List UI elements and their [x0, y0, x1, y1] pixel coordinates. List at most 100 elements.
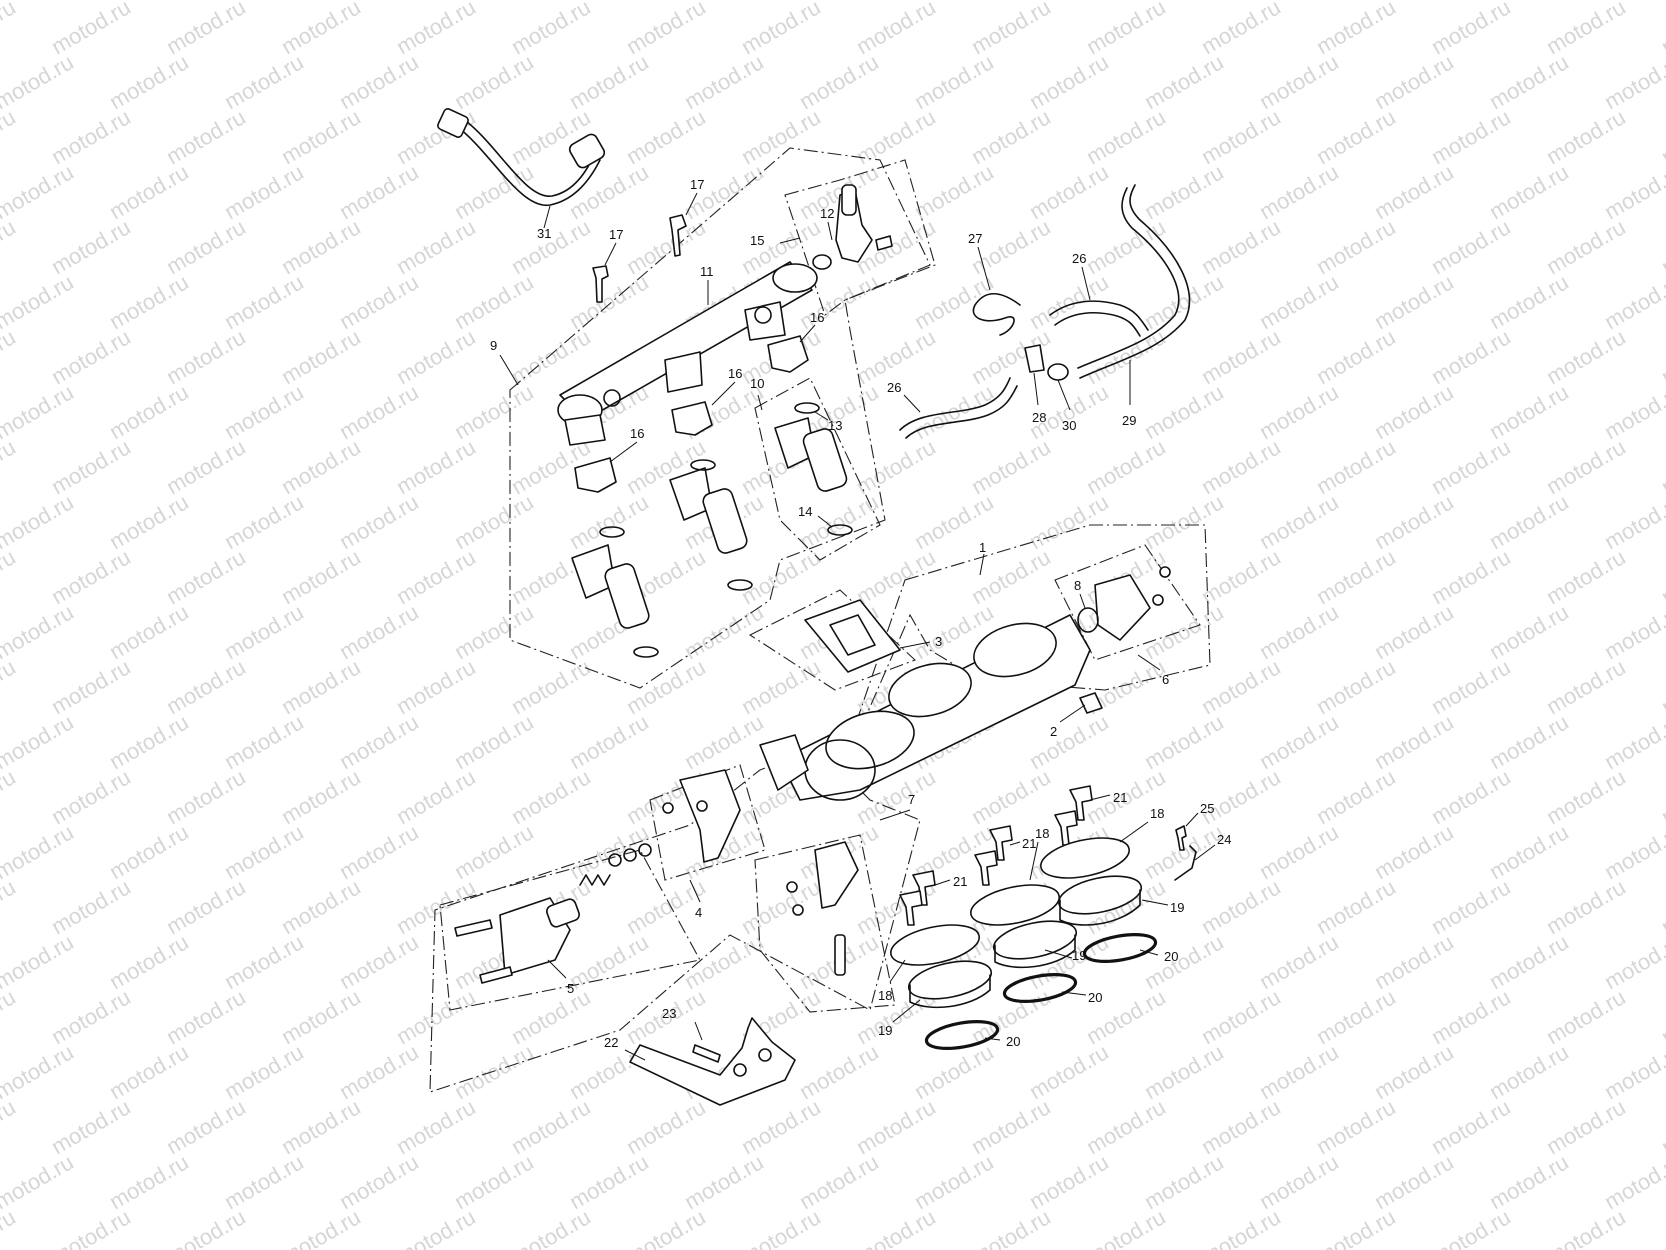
callout-16: 16 [810, 310, 824, 325]
part-vacuum-hose-26-lower [899, 377, 1011, 431]
watermark-text-75: motod.ru [450, 49, 538, 114]
watermark-text-84: motod.ru [1485, 49, 1573, 114]
part-washer-c [638, 843, 652, 857]
watermark-text-425: motod.ru [1600, 1149, 1666, 1214]
callout-22: 22 [604, 1035, 618, 1050]
watermark-text-200: motod.ru [1197, 434, 1285, 499]
part-linkage-screw-b [792, 904, 804, 916]
leader-23 [694, 1021, 703, 1041]
leader-21a [1089, 794, 1111, 801]
watermark-text-97: motod.ru [1082, 104, 1170, 169]
callout-24: 24 [1217, 832, 1231, 847]
watermark-text-176: motod.ru [335, 379, 423, 444]
watermark-text-427: motod.ru [0, 1204, 20, 1250]
watermark-text-89: motod.ru [162, 104, 250, 169]
part-fitting-screw [875, 235, 893, 251]
watermark-text-59: motod.ru [622, 0, 710, 59]
outline-bracket-group [649, 764, 766, 881]
watermark-text-238: motod.ru [1657, 544, 1666, 609]
watermark-text-272: motod.ru [1657, 654, 1666, 719]
watermark-text-259: motod.ru [162, 654, 250, 719]
part-clip-16-middle [671, 401, 713, 436]
watermark-text-254: motod.ru [1485, 599, 1573, 664]
watermark-text-217: motod.ru [1140, 489, 1228, 554]
watermark-text-201: motod.ru [1312, 434, 1400, 499]
part-washer-b [623, 848, 637, 862]
watermark-text-218: motod.ru [1255, 489, 1343, 554]
watermark-text-90: motod.ru [277, 104, 365, 169]
watermark-text-337: motod.ru [1312, 874, 1400, 939]
watermark-text-241: motod.ru [0, 599, 78, 664]
watermark-text-326: motod.ru [47, 874, 135, 939]
watermark-text-360: motod.ru [47, 984, 135, 1049]
watermark-text-251: motod.ru [1140, 599, 1228, 664]
watermark-text-370: motod.ru [1197, 984, 1285, 1049]
watermark-text-66: motod.ru [1427, 0, 1515, 59]
watermark-text-141: motod.ru [220, 269, 308, 334]
watermark-text-82: motod.ru [1255, 49, 1343, 114]
leader-7 [879, 809, 911, 821]
watermark-text-100: motod.ru [1427, 104, 1515, 169]
callout-25: 25 [1200, 801, 1214, 816]
watermark-text-378: motod.ru [105, 1039, 193, 1104]
watermark-text-313: motod.ru [450, 819, 538, 884]
watermark-text-406: motod.ru [1427, 1094, 1515, 1159]
watermark-text-257: motod.ru [0, 654, 20, 719]
watermark-text-234: motod.ru [1197, 544, 1285, 609]
watermark-text-404: motod.ru [1197, 1094, 1285, 1159]
watermark-text-101: motod.ru [1542, 104, 1630, 169]
watermark-text-247: motod.ru [680, 599, 768, 664]
part-clip-16-upper [767, 335, 809, 373]
watermark-text-293: motod.ru [162, 764, 250, 829]
watermark-text-327: motod.ru [162, 874, 250, 939]
outline-tps-group [1054, 544, 1201, 661]
watermark-text-276: motod.ru [105, 709, 193, 774]
watermark-text-63: motod.ru [1082, 0, 1170, 59]
watermark-text-304: motod.ru [1427, 764, 1515, 829]
watermark-text-114: motod.ru [1025, 159, 1113, 224]
watermark-text-106: motod.ru [105, 159, 193, 224]
watermark-text-340: motod.ru [1657, 874, 1666, 939]
watermark-text-286: motod.ru [1255, 709, 1343, 774]
watermark-text-292: motod.ru [47, 764, 135, 829]
callout-28: 28 [1032, 410, 1046, 425]
watermark-text-300: motod.ru [967, 764, 1055, 829]
watermark-text-224: motod.ru [47, 544, 135, 609]
part-gasket-20-middle [1002, 973, 1078, 1003]
callout-labels: 1 2 3 4 5 6 7 8 9 10 11 12 13 14 15 16 1… [490, 177, 1231, 1050]
watermark-text-343: motod.ru [0, 929, 78, 994]
callout-20-c: 20 [1006, 1034, 1020, 1049]
part-bolt-21-f [899, 890, 923, 926]
part-screw-25 [1175, 825, 1187, 851]
watermark-text-74: motod.ru [335, 49, 423, 114]
watermark-text-122: motod.ru [47, 214, 135, 279]
watermark-text-312: motod.ru [335, 819, 423, 884]
watermark-text-77: motod.ru [680, 49, 768, 114]
watermark-text-96: motod.ru [967, 104, 1055, 169]
watermark-text-226: motod.ru [277, 544, 365, 609]
part-tps-sensor-6 [1094, 574, 1151, 641]
part-rail-mount-mid [664, 351, 703, 393]
callout-21-c: 21 [953, 874, 967, 889]
watermark-text-225: motod.ru [162, 544, 250, 609]
watermark-text-102: motod.ru [1657, 104, 1666, 169]
watermark-text-380: motod.ru [335, 1039, 423, 1104]
callout-16-b: 16 [728, 366, 742, 381]
watermark-text-78: motod.ru [795, 49, 883, 114]
watermark-text-119: motod.ru [1600, 159, 1666, 224]
watermark-text-183: motod.ru [1140, 379, 1228, 444]
watermark-text-107: motod.ru [220, 159, 308, 224]
watermark-text-332: motod.ru [737, 874, 825, 939]
watermark-text-379: motod.ru [220, 1039, 308, 1104]
part-vacuum-hose-29 [1079, 184, 1191, 379]
watermark-text-269: motod.ru [1312, 654, 1400, 719]
leader-22 [624, 1049, 646, 1061]
watermark-text-388: motod.ru [1255, 1039, 1343, 1104]
watermark-text-377: motod.ru [0, 1039, 78, 1104]
watermark-text-110: motod.ru [565, 159, 653, 224]
leader-3 [899, 641, 931, 649]
part-gasket-plate-3-inner [829, 614, 876, 656]
leader-17a [685, 192, 698, 216]
watermark-text-105: motod.ru [0, 159, 78, 224]
watermark-text-143: motod.ru [450, 269, 538, 334]
